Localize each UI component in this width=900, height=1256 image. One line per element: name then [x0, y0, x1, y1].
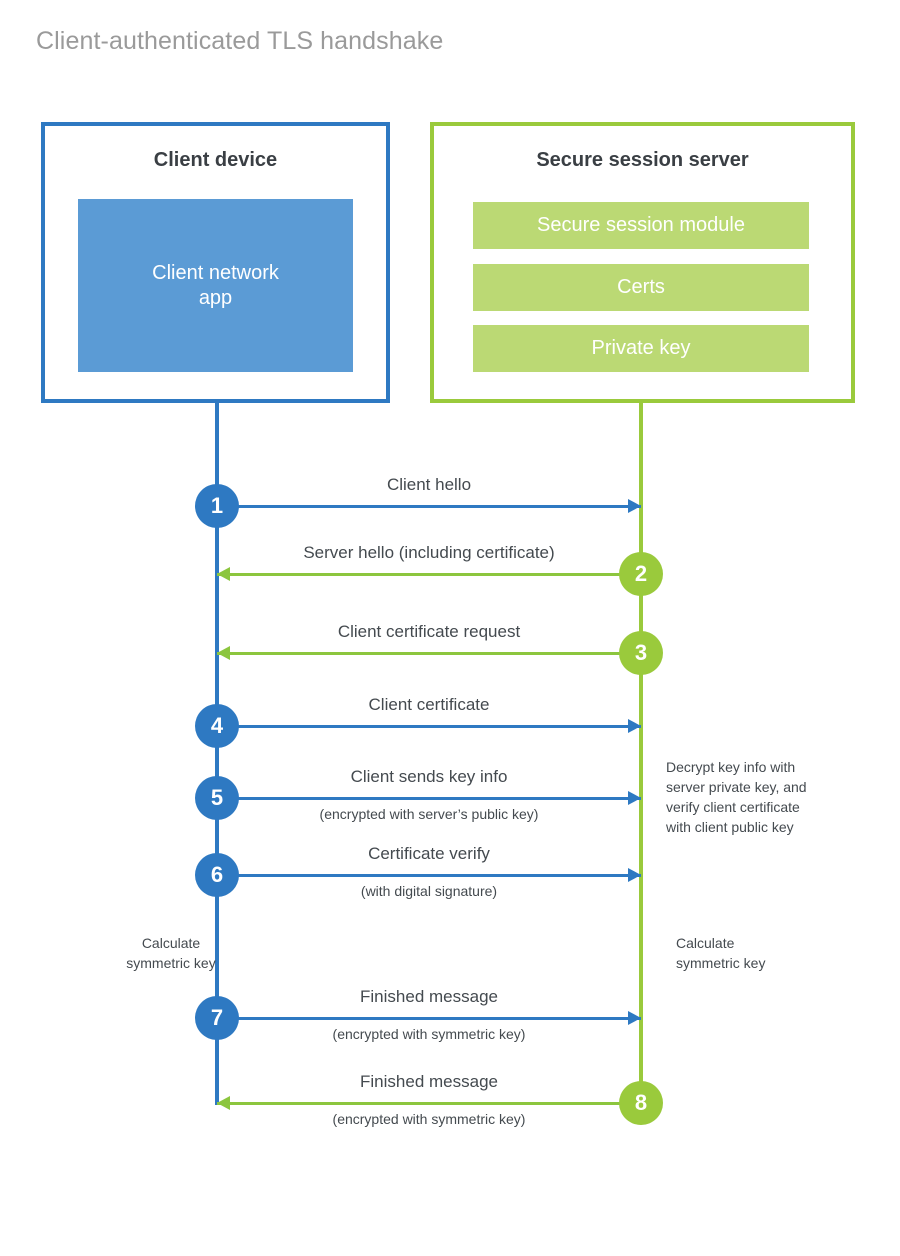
step-label-1: Client hello	[386, 475, 472, 494]
arrow-line-7	[217, 1017, 641, 1020]
client-lifeline	[215, 403, 219, 1105]
note-client-calculate-symmetric-key: Calculate symmetric key	[126, 935, 216, 971]
arrow-line-4	[217, 725, 641, 728]
arrow-head-3	[217, 646, 230, 660]
arrow-head-1	[628, 499, 641, 513]
arrow-head-7	[628, 1011, 641, 1025]
step-label-2: Server hello (including certificate)	[303, 543, 555, 562]
step-badge-1[interactable]: 1	[195, 484, 239, 528]
arrow-head-2	[217, 567, 230, 581]
step-badge-3[interactable]: 3	[619, 631, 663, 675]
arrow-head-6	[628, 868, 641, 882]
step-badge-8[interactable]: 8	[619, 1081, 663, 1125]
arrow-head-5	[628, 791, 641, 805]
server-component-private-key: Private key	[473, 325, 809, 372]
step-badge-4[interactable]: 4	[195, 704, 239, 748]
step-label-8: Finished message	[360, 1072, 498, 1091]
server-lifeline	[639, 403, 643, 1103]
note-server-calculate-symmetric-key: Calculate symmetric key	[676, 935, 766, 971]
step-label-5: Client sends key info	[350, 767, 508, 786]
step-label-6: Certificate verify	[368, 844, 490, 863]
arrow-head-4	[628, 719, 641, 733]
step-sublabel-7: (encrypted with symmetric key)	[332, 1026, 526, 1042]
step-sublabel-5: (encrypted with server’s public key)	[319, 806, 539, 822]
step-label-3: Client certificate request	[337, 622, 521, 641]
step-label-7: Finished message	[360, 987, 498, 1006]
client-device-title: Client device	[153, 149, 278, 171]
step-badge-6[interactable]: 6	[195, 853, 239, 897]
step-sublabel-8: (encrypted with symmetric key)	[332, 1111, 526, 1127]
arrow-line-3	[217, 652, 641, 655]
arrow-line-5	[217, 797, 641, 800]
arrow-line-1	[217, 505, 641, 508]
step-badge-2[interactable]: 2	[619, 552, 663, 596]
arrow-line-2	[217, 573, 641, 576]
note-server-decrypt: Decrypt key info with server private key…	[666, 759, 807, 835]
step-badge-5[interactable]: 5	[195, 776, 239, 820]
arrow-head-8	[217, 1096, 230, 1110]
arrow-line-6	[217, 874, 641, 877]
page-title: Client-authenticated TLS handshake	[36, 27, 444, 55]
secure-session-server-title: Secure session server	[536, 149, 749, 171]
server-component-secure-session-module: Secure session module	[473, 202, 809, 249]
arrow-line-8	[217, 1102, 641, 1105]
step-label-4: Client certificate	[368, 695, 490, 714]
step-badge-7[interactable]: 7	[195, 996, 239, 1040]
step-sublabel-6: (with digital signature)	[360, 883, 498, 899]
client-network-app-block: Client network app	[78, 199, 353, 372]
server-component-certs: Certs	[473, 264, 809, 311]
